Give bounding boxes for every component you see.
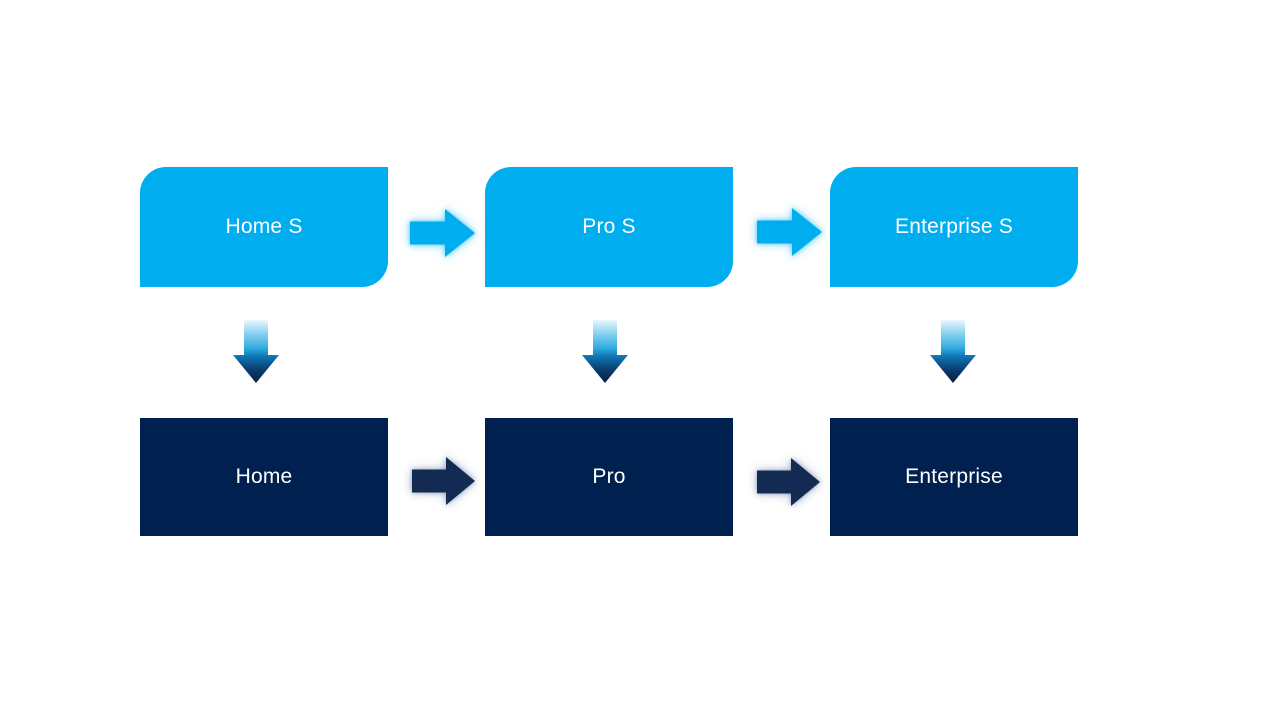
node-label: Pro S — [582, 215, 636, 238]
node-label: Home — [235, 465, 293, 488]
block-arrow-right-icon — [412, 457, 475, 505]
node-pro-s: Pro S — [485, 167, 733, 287]
node-label: Enterprise S — [895, 215, 1013, 238]
node-label: Enterprise — [905, 465, 1003, 488]
node-pro: Pro — [485, 418, 733, 536]
node-label: Home S — [225, 215, 303, 238]
block-arrow-right-icon — [757, 458, 820, 506]
node-home-s: Home S — [140, 167, 388, 287]
node-enterprise: Enterprise — [830, 418, 1078, 536]
block-arrow-right-icon — [410, 209, 475, 257]
block-arrow-down-icon — [582, 320, 628, 383]
block-arrow-right-icon — [757, 208, 822, 256]
node-label: Pro — [592, 465, 626, 488]
block-arrow-down-icon — [930, 320, 976, 383]
node-home: Home — [140, 418, 388, 536]
block-arrow-down-icon — [233, 320, 279, 383]
node-enterprise-s: Enterprise S — [830, 167, 1078, 287]
